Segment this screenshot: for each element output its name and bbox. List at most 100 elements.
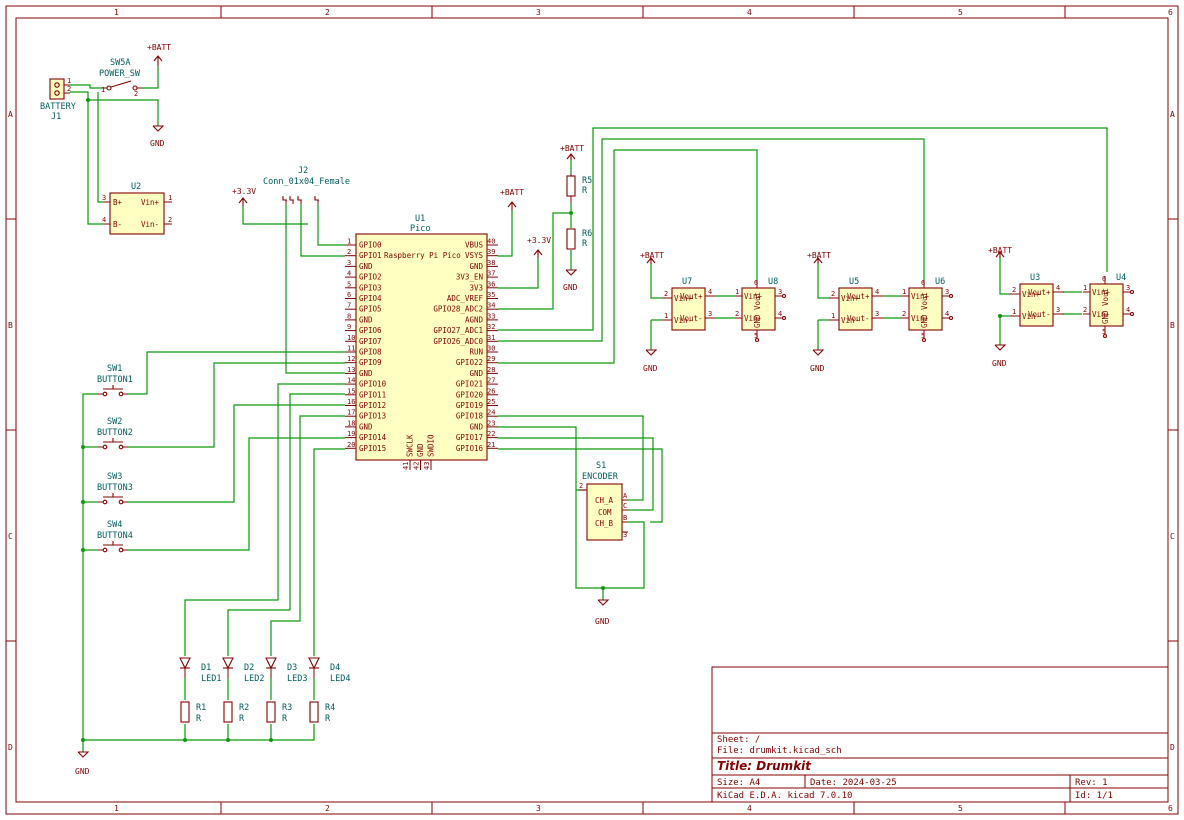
gnd-label: GND (595, 617, 610, 626)
resistor-2: R2R (223, 701, 249, 724)
pin-number: 1 (67, 77, 71, 85)
pin-label: VSYS (465, 251, 484, 260)
sw5-value: POWER_SW (99, 69, 141, 79)
u1-label: Raspberry Pi Pico (384, 251, 461, 260)
pin-label: GPIO13 (359, 412, 386, 421)
button-value: BUTTON4 (97, 531, 133, 541)
pin-number: 29 (487, 355, 495, 363)
led-ref: D1 (201, 663, 211, 673)
pin-label: Vout- (847, 314, 870, 323)
pin-number: 4 (945, 310, 949, 318)
batt-label: +BATT (560, 144, 584, 153)
switch-contact (102, 499, 108, 505)
pin-number: 41 (402, 462, 410, 470)
pin-number: 1 (347, 238, 351, 246)
pin-number: 5 (347, 280, 351, 288)
pin-label: Vin- (744, 314, 762, 323)
switch-contact (118, 444, 124, 450)
j1-ref: J1 (51, 112, 61, 122)
resistor-3: R3R (266, 701, 292, 724)
pin-number: 9 (347, 323, 351, 331)
pin-label: Vout- (680, 314, 703, 323)
r6-ref: R6 (582, 229, 592, 239)
pin-number: 4 (102, 216, 106, 224)
resistor-ref: R3 (282, 703, 292, 713)
pin-label: GND (359, 315, 373, 324)
pin-number: 23 (487, 419, 495, 427)
resistor-body (180, 701, 190, 723)
amp-ref: U5 (849, 277, 859, 287)
pin-label: Vout+ (680, 292, 703, 301)
charger-module-u2: B+ B- Vin+ Vin- 3 4 1 2 U2 (102, 182, 172, 235)
led-value: LED1 (201, 674, 221, 684)
pin-number: 1 (664, 312, 668, 320)
pin-number: 6 (1102, 275, 1106, 283)
pin-label: GND (416, 443, 425, 457)
pin-number: 2 (831, 290, 835, 298)
r5-ref: R5 (582, 176, 592, 186)
pin-number: 13 (347, 366, 355, 374)
resistor-value: R (325, 714, 331, 724)
amp-body (1019, 283, 1054, 327)
pin-number: 15 (347, 387, 355, 395)
row-labels-left: A B C D (8, 110, 13, 752)
pin-label: GPIO10 (359, 380, 387, 389)
gnd-symbol: GND (643, 349, 658, 373)
row-labels-right: A B C D (1170, 110, 1175, 752)
resistor-4: R4R (309, 701, 335, 724)
switch-contact (118, 499, 124, 505)
pin-label: 3V3_EN (456, 273, 483, 282)
row-label: D (1170, 743, 1175, 752)
pin-label: Vin+ (674, 294, 693, 303)
pin-number: 1 (831, 312, 835, 320)
pin-number: 3 (623, 531, 627, 539)
pin-number: 18 (347, 419, 355, 427)
pin-label: Vout+ (847, 292, 870, 301)
gnd-symbol: GND (810, 349, 825, 373)
col-label: 4 (747, 8, 752, 17)
col-label: 4 (747, 804, 752, 813)
no-connect (781, 293, 787, 299)
pin-number: 4 (1126, 306, 1130, 314)
led-ref: D3 (287, 663, 297, 673)
pin-label: Vout (753, 292, 762, 310)
col-label: 1 (114, 8, 119, 17)
pin-label: GND (469, 262, 483, 271)
col-label: 5 (958, 804, 963, 813)
sheet-size: Size: A4 (717, 778, 760, 788)
pin-label: GPIO19 (456, 401, 483, 410)
r5-value: R (582, 186, 588, 196)
no-connect (948, 293, 954, 299)
pin-number: 12 (347, 355, 355, 363)
pin-label: GPIO21 (456, 380, 483, 389)
sheet-tool: KiCad E.D.A. kicad 7.0.10 (717, 791, 852, 801)
pin-number: 38 (487, 259, 495, 267)
col-label: 3 (536, 804, 541, 813)
v33-symbol: +3.3V (232, 187, 256, 206)
pin-label: GPIO28_ADC2 (433, 305, 483, 314)
pin-number: 16 (347, 398, 355, 406)
pin-number: 1 (1083, 284, 1087, 292)
pin-label: GPIO9 (359, 358, 382, 367)
led-value: LED4 (330, 674, 350, 684)
col-label: 2 (325, 804, 330, 813)
pin-number: 26 (487, 387, 495, 395)
pin-label: Vin- (674, 316, 692, 325)
resistor-ref: R1 (196, 703, 206, 713)
pin-label: GPIO20 (456, 390, 484, 399)
button-ref: SW1 (107, 364, 122, 374)
wires (70, 66, 1108, 752)
pin-number: 3 (1056, 306, 1060, 314)
batt-symbol: +BATT (640, 251, 664, 264)
amp-ref: U7 (682, 277, 692, 287)
pin-label: GND (359, 369, 373, 378)
pin-label: GPIO22 (456, 358, 483, 367)
j2-ref: J2 (298, 166, 308, 176)
pin-number: 25 (487, 398, 495, 406)
pin-label: GPIO6 (359, 326, 382, 335)
led-body (265, 657, 277, 670)
